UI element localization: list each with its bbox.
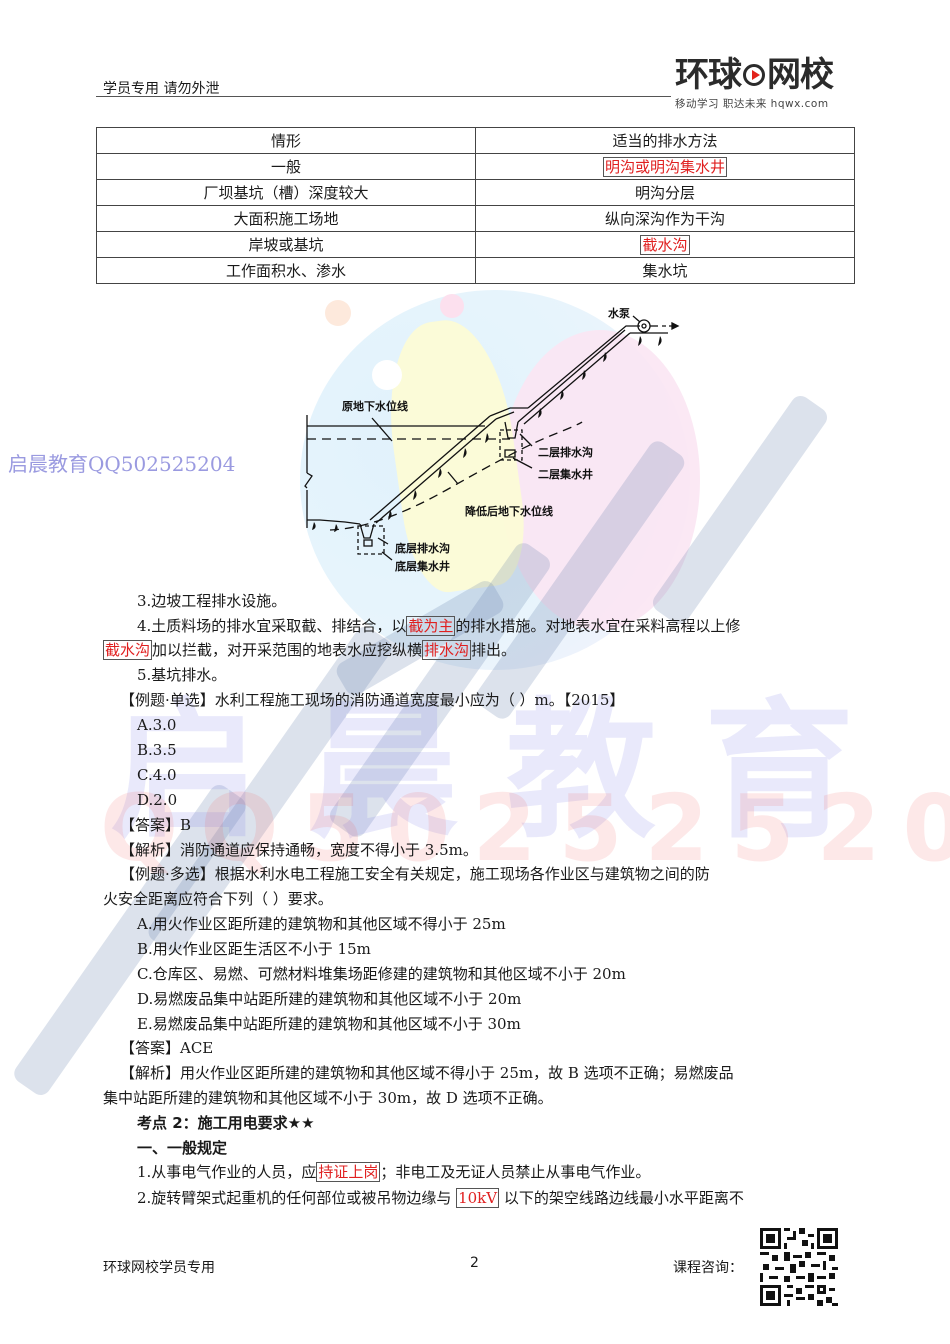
logo-text-part2: 网校 xyxy=(767,55,834,95)
watermark-logo-pink xyxy=(500,330,700,630)
question-1-answer: 【答案】B xyxy=(120,816,192,834)
diagram-label-second-ditch: 二层排水沟 xyxy=(538,446,593,459)
subsection-title: 一、一般规定 xyxy=(137,1139,228,1157)
text-span: 的排水措施。对地表水宜在采料高程以上修 xyxy=(455,617,741,635)
highlighted-term: 截水沟 xyxy=(103,640,153,660)
header-confidential-text: 学员专用 请勿外泄 xyxy=(103,81,220,97)
question-2-option: A.用火作业区距所建的建筑物和其他区域不得小于 25m xyxy=(137,915,506,933)
brand-logo: 环球 网校 移动学习 职达未来 hqwx.com xyxy=(675,55,850,111)
diagram-label-second-well: 二层集水井 xyxy=(538,468,593,481)
table-cell-situation: 工作面积水、渗水 xyxy=(96,257,476,284)
question-1-analysis: 【解析】消防通道应保持通畅，宽度不得小于 3.5m。 xyxy=(120,841,478,859)
paragraph-3: 3.边坡工程排水设施。 xyxy=(137,592,287,610)
highlighted-term: 10kV xyxy=(456,1188,500,1208)
rule-1: 1.从事电气作业的人员，应持证上岗；非电工及无证人员禁止从事电气作业。 xyxy=(137,1162,650,1182)
text-span: 排出。 xyxy=(471,641,517,659)
table-row: 岸坡或基坑 截水沟 xyxy=(96,231,855,258)
watermark-side-text: 启晨教育QQ502525204 xyxy=(8,452,236,476)
question-2-analysis-line2: 集中站距所建的建筑物和其他区域不小于 30m，故 D 选项不正确。 xyxy=(103,1089,553,1107)
footer-left-text: 环球网校学员专用 xyxy=(103,1260,215,1276)
qr-code-icon[interactable] xyxy=(760,1228,838,1306)
logo-tagline: 移动学习 职达未来 hqwx.com xyxy=(675,98,829,110)
paragraph-4-line2: 截水沟加以拦截，对开采范围的地表水应挖纵横排水沟排出。 xyxy=(103,640,516,660)
table-row: 工作面积水、渗水 集水坑 xyxy=(96,257,855,284)
question-1-option: C.4.0 xyxy=(137,766,177,784)
highlighted-term: 排水沟 xyxy=(422,640,472,660)
watermark-dot xyxy=(325,300,351,326)
slope-drainage-diagram: 水泵 原地下水位线 二层排水沟 二层集水井 降低后地下水位线 底层排水沟 底层集… xyxy=(300,298,690,578)
highlighted-term: 截为主 xyxy=(406,616,456,636)
question-1-option: A.3.0 xyxy=(137,716,177,734)
question-2-analysis-line1: 【解析】用火作业区距所建的建筑物和其他区域不得小于 25m，故 B 选项不正确；… xyxy=(120,1064,734,1082)
page-number: 2 xyxy=(470,1255,479,1271)
table-header-cell: 情形 xyxy=(96,127,476,154)
question-2-stem-line2: 火安全距离应符合下列（ ）要求。 xyxy=(103,890,333,908)
question-2-option: C.仓库区、易燃、可燃材料堆集场距修建的建筑物和其他区域不小于 20m xyxy=(137,965,626,983)
play-icon xyxy=(743,64,765,86)
question-2-option: D.易燃废品集中站距所建的建筑物和其他区域不小于 20m xyxy=(137,990,522,1008)
table-cell-method: 截水沟 xyxy=(475,231,855,258)
text-span: 加以拦截，对开采范围的地表水应挖纵横 xyxy=(152,641,423,659)
diagram-label-lowered-water-level: 降低后地下水位线 xyxy=(465,505,553,518)
paragraph-5: 5.基坑排水。 xyxy=(137,666,227,684)
footer-consult-label: 课程咨询： xyxy=(673,1260,743,1276)
rule-2: 2.旋转臂架式起重机的任何部位或被吊物边缘与 10kV 以下的架空线路边线最小水… xyxy=(137,1188,744,1208)
diagram-label-bottom-ditch: 底层排水沟 xyxy=(395,542,450,555)
watermark-dot xyxy=(372,360,402,390)
question-1-option: B.3.5 xyxy=(137,741,177,759)
diagram-drawing xyxy=(304,315,680,561)
table-cell-method: 明沟或明沟集水井 xyxy=(475,153,855,180)
table-cell-method: 集水坑 xyxy=(475,257,855,284)
question-1-option: D.2.0 xyxy=(137,791,178,809)
question-1-stem: 【例题·单选】水利工程施工现场的消防通道宽度最小应为（ ）m。【2015】 xyxy=(120,691,625,709)
table-row: 一般 明沟或明沟集水井 xyxy=(96,153,855,180)
section-title: 考点 2：施工用电要求★★ xyxy=(137,1114,315,1132)
table-cell-situation: 一般 xyxy=(96,153,476,180)
table-cell-situation: 厂坝基坑（槽）深度较大 xyxy=(96,179,476,206)
watermark-dot xyxy=(440,294,464,318)
question-2-option: B.用火作业区距生活区不小于 15m xyxy=(137,940,371,958)
highlighted-answer: 明沟或明沟集水井 xyxy=(602,157,727,177)
table-cell-method: 纵向深沟作为干沟 xyxy=(475,205,855,232)
table-row: 厂坝基坑（槽）深度较大 明沟分层 xyxy=(96,179,855,206)
highlighted-term: 持证上岗 xyxy=(316,1162,381,1182)
table-cell-situation: 岸坡或基坑 xyxy=(96,231,476,258)
table-header-row: 情形 适当的排水方法 xyxy=(96,127,855,154)
table-cell-situation: 大面积施工场地 xyxy=(96,205,476,232)
text-span: ；非电工及无证人员禁止从事电气作业。 xyxy=(380,1163,651,1181)
text-span: 4.土质料场的排水宜采取截、排结合，以 xyxy=(137,617,407,635)
highlighted-answer: 截水沟 xyxy=(640,235,690,255)
question-2-stem-line1: 【例题·多选】根据水利水电工程施工安全有关规定，施工现场各作业区与建筑物之间的防 xyxy=(120,865,710,883)
table-header-cell: 适当的排水方法 xyxy=(475,127,855,154)
header-divider xyxy=(96,96,671,97)
drainage-method-table: 情形 适当的排水方法 一般 明沟或明沟集水井 厂坝基坑（槽）深度较大 明沟分层 … xyxy=(96,127,855,284)
logo-text-part1: 环球 xyxy=(675,55,742,95)
diagram-label-bottom-well: 底层集水井 xyxy=(395,560,450,573)
diagram-label-pump: 水泵 xyxy=(608,307,630,320)
paragraph-4-line1: 4.土质料场的排水宜采取截、排结合，以截为主的排水措施。对地表水宜在采料高程以上… xyxy=(137,616,740,636)
text-span: 1.从事电气作业的人员，应 xyxy=(137,1163,317,1181)
diagram-label-original-water-level: 原地下水位线 xyxy=(342,400,408,413)
text-span: 2.旋转臂架式起重机的任何部位或被吊物边缘与 xyxy=(137,1189,457,1207)
table-cell-method: 明沟分层 xyxy=(475,179,855,206)
question-2-answer: 【答案】ACE xyxy=(120,1039,214,1057)
table-row: 大面积施工场地 纵向深沟作为干沟 xyxy=(96,205,855,232)
question-2-option: E.易燃废品集中站距所建的建筑物和其他区域不小于 30m xyxy=(137,1015,521,1033)
text-span: 以下的架空线路边线最小水平距离不 xyxy=(499,1189,744,1207)
